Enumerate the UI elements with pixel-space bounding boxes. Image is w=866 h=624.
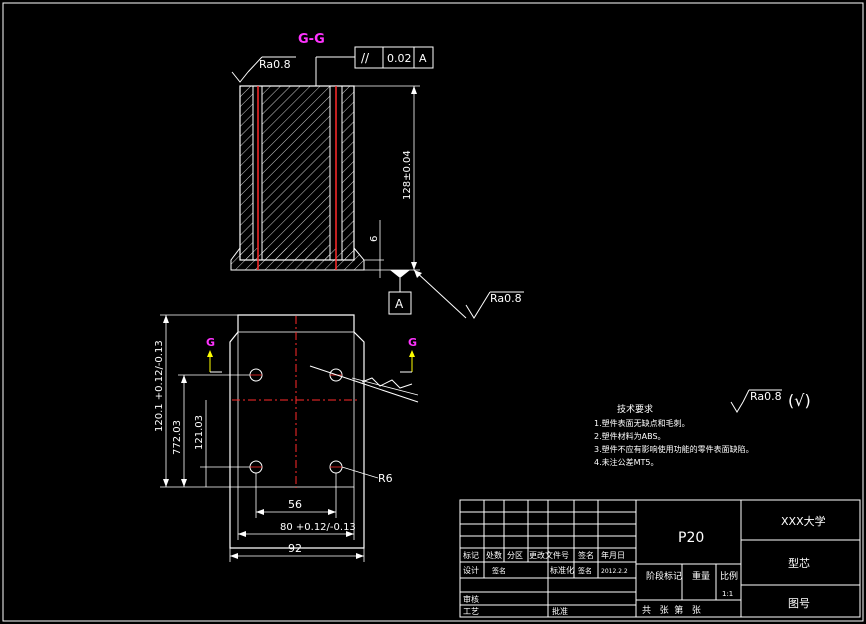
dim-r6 [341,466,379,479]
dim-step [364,220,384,278]
title-header-1: 处数 [486,550,502,560]
tolerance-value: 0.02 [387,52,412,65]
title-design-4: 2012.2.2 [601,568,628,575]
notes-item-1: 1.塑件表面无缺点和毛刺。 [594,418,690,428]
title-stage-mark: 阶段标记 [646,570,682,582]
section-arrow-left [207,350,222,373]
title-scale-value: 1:1 [722,590,733,598]
tolerance-datum: A [419,52,427,65]
top-view [229,314,365,549]
title-process: 工艺 [463,607,479,616]
title-header-4: 签名 [578,550,594,560]
roughness-general-suffix: (√) [788,391,811,410]
roughness-general-label: Ra0.8 [750,390,782,403]
section-arrow-right-label: G [408,336,417,349]
dim-height-label: 128±0.04 [402,150,413,200]
title-design-1: 签名 [492,566,506,575]
notes-title: 技术要求 [617,403,653,415]
title-school: XXX大学 [781,514,826,528]
roughness-top-label: Ra0.8 [259,58,291,71]
hole-leader [309,365,419,403]
notes-item-2: 2.塑件材料为ABS。 [594,431,666,441]
title-design-0: 设计 [463,565,479,575]
roughness-datum-symbol [413,269,524,319]
notes-item-4: 4.未注公差MT5。 [594,457,659,467]
roughness-general-symbol [730,389,782,413]
title-header-5: 年月日 [601,550,625,560]
dim-bottom-horizontal [229,473,365,562]
section-body [230,85,365,271]
title-scale: 比例 [720,570,738,582]
title-header-3: 更改文件号 [529,550,569,560]
datum-marker [388,270,412,315]
datum-label: A [395,297,404,311]
dim-total-height-label: 120.1 +0.12/-0.13 [154,340,165,432]
title-design-3: 签名 [578,566,592,575]
roughness-datum-label: Ra0.8 [490,292,522,305]
title-review: 审核 [463,594,479,604]
tolerance-frame [315,46,434,86]
dim-step-label: 6 [369,236,380,242]
dim-left-vertical [160,314,250,488]
tolerance-symbol: // [361,51,370,65]
title-header-0: 标记 [463,550,479,560]
dim-56-label: 56 [288,498,302,511]
section-arrow-left-label: G [206,336,215,349]
title-approve: 批准 [552,606,568,616]
title-block [459,499,861,618]
dim-772-label: 772.03 [172,420,183,455]
dim-80-label: 80 +0.12/-0.13 [280,522,356,533]
title-drawing-name: 型芯 [788,556,810,570]
title-drawing-no: 图号 [788,597,810,610]
section-label: G-G [298,32,325,47]
roughness-top-symbol [231,56,296,83]
section-arrow-right [400,350,415,373]
title-part-name: P20 [678,530,704,546]
title-weight: 重量 [692,570,710,582]
title-design-2: 标准化 [550,565,574,575]
dim-r6-label: R6 [378,472,393,485]
notes-item-3: 3.塑件不应有影响使用功能的零件表面缺陷。 [594,444,754,454]
title-sheet: 共 张 第 张 [642,604,701,616]
dim-92-label: 92 [288,542,302,555]
dim-121-label: 121.03 [194,415,205,450]
title-header-2: 分区 [507,551,523,560]
